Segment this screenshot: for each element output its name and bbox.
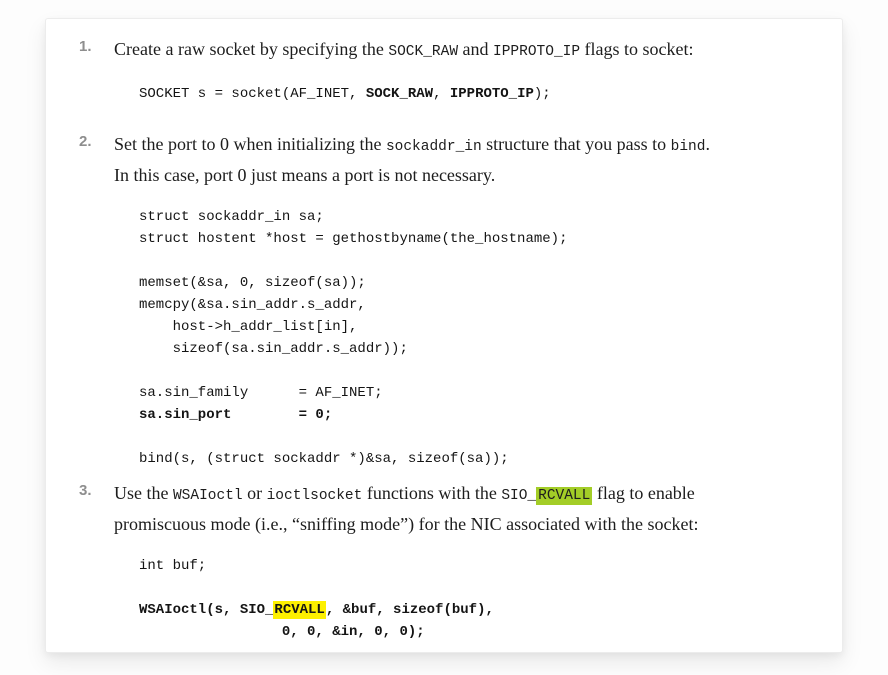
- code-block: SOCKET s = socket(AF_INET, SOCK_RAW, IPP…: [139, 83, 842, 105]
- text-segment: );: [533, 86, 551, 102]
- step-number: 1.: [79, 38, 92, 55]
- list-item: 1. Create a raw socket by specifying the…: [46, 35, 842, 105]
- text-segment: or: [242, 483, 267, 503]
- code-line: int buf;: [139, 555, 842, 577]
- step-text: Use the WSAIoctl or ioctlsocket function…: [114, 479, 842, 538]
- text-segment: flag to enable: [592, 483, 695, 503]
- list-item: 3. Use the WSAIoctl or ioctlsocket funct…: [46, 479, 842, 643]
- code-line: bind(s, (struct sockaddr *)&sa, sizeof(s…: [139, 448, 842, 470]
- text-segment: WSAIoctl(s, SIO_: [139, 602, 274, 618]
- text-segment: SIO_: [501, 488, 537, 504]
- step-number: 2.: [79, 133, 92, 150]
- text-segment: sa.sin_family = AF_INET;: [139, 385, 383, 401]
- code-line: [139, 360, 842, 382]
- code-line: SOCKET s = socket(AF_INET, SOCK_RAW, IPP…: [139, 83, 842, 105]
- text-segment: bind(s, (struct sockaddr *)&sa, sizeof(s…: [139, 451, 509, 467]
- code-line: [139, 426, 842, 448]
- code-line: struct hostent *host = gethostbyname(the…: [139, 228, 842, 250]
- text-segment: , &buf, sizeof(buf),: [325, 602, 494, 618]
- step-text-line: promiscuous mode (i.e., “sniffing mode”)…: [114, 510, 842, 538]
- step-text-line: In this case, port 0 just means a port i…: [114, 161, 842, 189]
- text-segment: flags to socket:: [580, 39, 694, 59]
- text-segment: Use the: [114, 483, 173, 503]
- text-segment: ioctlsocket: [266, 488, 363, 504]
- text-segment: 0, 0, &in, 0, 0);: [139, 624, 425, 640]
- text-segment: promiscuous mode (i.e., “sniffing mode”)…: [114, 514, 699, 534]
- code-line: host->h_addr_list[in],: [139, 316, 842, 338]
- text-segment: sizeof(sa.sin_addr.s_addr));: [139, 341, 408, 357]
- text-segment: .: [705, 134, 710, 154]
- code-line: sa.sin_family = AF_INET;: [139, 382, 842, 404]
- text-segment: host->h_addr_list[in],: [139, 319, 358, 335]
- step-text-line: Use the WSAIoctl or ioctlsocket function…: [114, 479, 842, 510]
- book-page-excerpt: 1. Create a raw socket by specifying the…: [45, 18, 843, 653]
- text-segment: SOCK_RAW: [365, 86, 434, 102]
- text-segment: structure that you pass to: [481, 134, 671, 154]
- text-segment: Set the port to 0 when initializing the: [114, 134, 386, 154]
- code-line: sizeof(sa.sin_addr.s_addr));: [139, 338, 842, 360]
- code-line: sa.sin_port = 0;: [139, 404, 842, 426]
- text-segment: In this case, port 0 just means a port i…: [114, 165, 496, 185]
- text-segment: and: [458, 39, 494, 59]
- code-line: memset(&sa, 0, sizeof(sa));: [139, 272, 842, 294]
- highlighted-term: RCVALL: [536, 487, 593, 505]
- code-line: memcpy(&sa.sin_addr.s_addr,: [139, 294, 842, 316]
- step-number: 3.: [79, 482, 92, 499]
- step-text-line: Create a raw socket by specifying the SO…: [114, 35, 842, 66]
- code-block: struct sockaddr_in sa; struct hostent *ho…: [139, 206, 842, 470]
- code-block: int buf; WSAIoctl(s, SIO_RCVALL, &buf, si…: [139, 555, 842, 643]
- text-segment: ,: [433, 86, 450, 102]
- code-line: [139, 577, 842, 599]
- text-segment: bind: [670, 139, 706, 155]
- text-segment: functions with the: [362, 483, 502, 503]
- text-segment: Create a raw socket by specifying the: [114, 39, 389, 59]
- text-segment: WSAIoctl: [172, 488, 243, 504]
- step-text-line: Set the port to 0 when initializing the …: [114, 130, 842, 161]
- numbered-step-list: 1. Create a raw socket by specifying the…: [46, 35, 842, 643]
- list-item: 2. Set the port to 0 when initializing t…: [46, 130, 842, 470]
- text-segment: struct hostent *host = gethostbyname(the…: [139, 231, 568, 247]
- text-segment: memset(&sa, 0, sizeof(sa));: [139, 275, 366, 291]
- text-segment: SOCKET s = socket(AF_INET,: [139, 86, 366, 102]
- code-line: [139, 250, 842, 272]
- text-segment: memcpy(&sa.sin_addr.s_addr,: [139, 297, 366, 313]
- step-text: Create a raw socket by specifying the SO…: [114, 35, 842, 66]
- code-line: 0, 0, &in, 0, 0);: [139, 621, 842, 643]
- step-text: Set the port to 0 when initializing the …: [114, 130, 842, 189]
- code-line: struct sockaddr_in sa;: [139, 206, 842, 228]
- text-segment: IPPROTO_IP: [493, 44, 581, 60]
- code-line: WSAIoctl(s, SIO_RCVALL, &buf, sizeof(buf…: [139, 599, 842, 621]
- text-segment: struct sockaddr_in sa;: [139, 209, 324, 225]
- text-segment: int buf;: [139, 558, 207, 574]
- text-segment: IPPROTO_IP: [449, 86, 534, 102]
- text-segment: sa.sin_port = 0;: [139, 407, 333, 423]
- text-segment: SOCK_RAW: [388, 44, 459, 60]
- highlighted-term: RCVALL: [273, 601, 326, 619]
- text-segment: sockaddr_in: [385, 139, 482, 155]
